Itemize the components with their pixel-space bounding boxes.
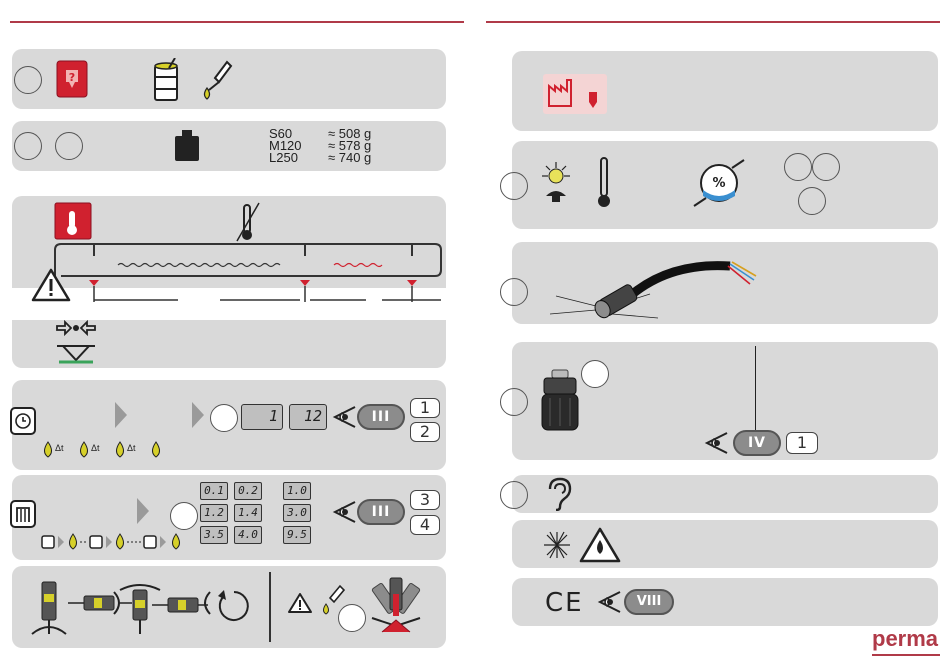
delta-t-label: Δt (55, 443, 64, 453)
delta-t-label: Δt (127, 443, 136, 453)
option-box[interactable]: 1 (410, 398, 440, 418)
lcd-display: 12 (289, 404, 327, 430)
lcd-value: 0.2 (234, 482, 262, 500)
thermometer-icon (594, 156, 614, 210)
eye-icon (331, 500, 357, 524)
mode-pill: VIII (624, 589, 674, 615)
pressure-flow-icon (55, 320, 97, 366)
callout-circle (14, 132, 42, 160)
callout-circle (170, 502, 198, 530)
lcd-value: 1.2 (200, 504, 228, 522)
lcd-display: 1 (241, 404, 283, 430)
panel-noise (512, 475, 938, 513)
divider (269, 572, 271, 642)
arrow-right-icon (192, 402, 204, 428)
clock-icon[interactable] (10, 407, 36, 435)
cable-connector-icon (550, 244, 760, 324)
brand-logo: perma (872, 626, 938, 652)
mode-pill: III (357, 499, 405, 525)
weight-icon (174, 130, 200, 162)
callout-circle (500, 172, 528, 200)
humidity-icon: % (692, 156, 746, 210)
header-rule-left (10, 21, 464, 23)
water-warning-icon (578, 526, 622, 564)
explosion-icon (542, 531, 572, 559)
mounting-sequence-icon (28, 572, 260, 644)
option-box[interactable]: 2 (410, 422, 440, 442)
eye-icon (703, 431, 729, 455)
eye-icon (596, 590, 622, 614)
arrow-right-icon (115, 402, 127, 428)
panel-hazards (512, 520, 938, 568)
lcd-value: 4.0 (234, 526, 262, 544)
factory-icon (543, 74, 607, 114)
sun-icon (538, 160, 574, 206)
lcd-value: 1.4 (234, 504, 262, 522)
lcd-value: 3.5 (200, 526, 228, 544)
ce-mark: CE (545, 588, 584, 618)
arrow-right-icon (137, 498, 149, 524)
callout-circle (55, 132, 83, 160)
mode-pill: IV (733, 430, 781, 456)
lcd-value: 9.5 (283, 526, 311, 544)
callout-circle (500, 278, 528, 306)
callout-circle (798, 187, 826, 215)
header-rule-right (486, 21, 940, 23)
warning-icon (287, 592, 313, 614)
cartridge-icon[interactable] (10, 500, 36, 528)
weight-value: ≈ 740 g (328, 152, 371, 164)
callout-circle (812, 153, 840, 181)
question-drop-icon: ? (56, 60, 88, 98)
option-box[interactable]: 3 (410, 490, 440, 510)
mounting-angle-icon (358, 574, 434, 640)
oil-can-icon (195, 56, 235, 102)
eye-icon (331, 405, 357, 429)
temperature-warning-icon (54, 202, 92, 240)
option-box[interactable]: 4 (410, 515, 440, 535)
svg-text:?: ? (69, 71, 75, 84)
brand-underline (872, 654, 940, 656)
delta-t-label: Δt (91, 443, 100, 453)
callout-circle (581, 360, 609, 388)
callout-circle (14, 66, 42, 94)
thermometer-icon (233, 201, 263, 243)
callout-circle (784, 153, 812, 181)
pointer-line (755, 346, 756, 434)
warning-icon (31, 268, 71, 302)
drum-icon (151, 58, 183, 102)
lcd-value: 1.0 (283, 482, 311, 500)
option-box[interactable]: 1 (786, 432, 818, 454)
cartridge-drop-row (40, 530, 190, 554)
lcd-value: 3.0 (283, 504, 311, 522)
drive-unit-icon (536, 368, 586, 434)
callout-circle (210, 404, 238, 432)
mode-pill: III (357, 404, 405, 430)
callout-circle (500, 388, 528, 416)
weight-model: L250 (269, 152, 298, 164)
ear-icon (546, 477, 572, 511)
lcd-value: 0.1 (200, 482, 228, 500)
svg-text:%: % (712, 176, 725, 191)
timeline-diagram (30, 240, 446, 310)
callout-circle (500, 481, 528, 509)
